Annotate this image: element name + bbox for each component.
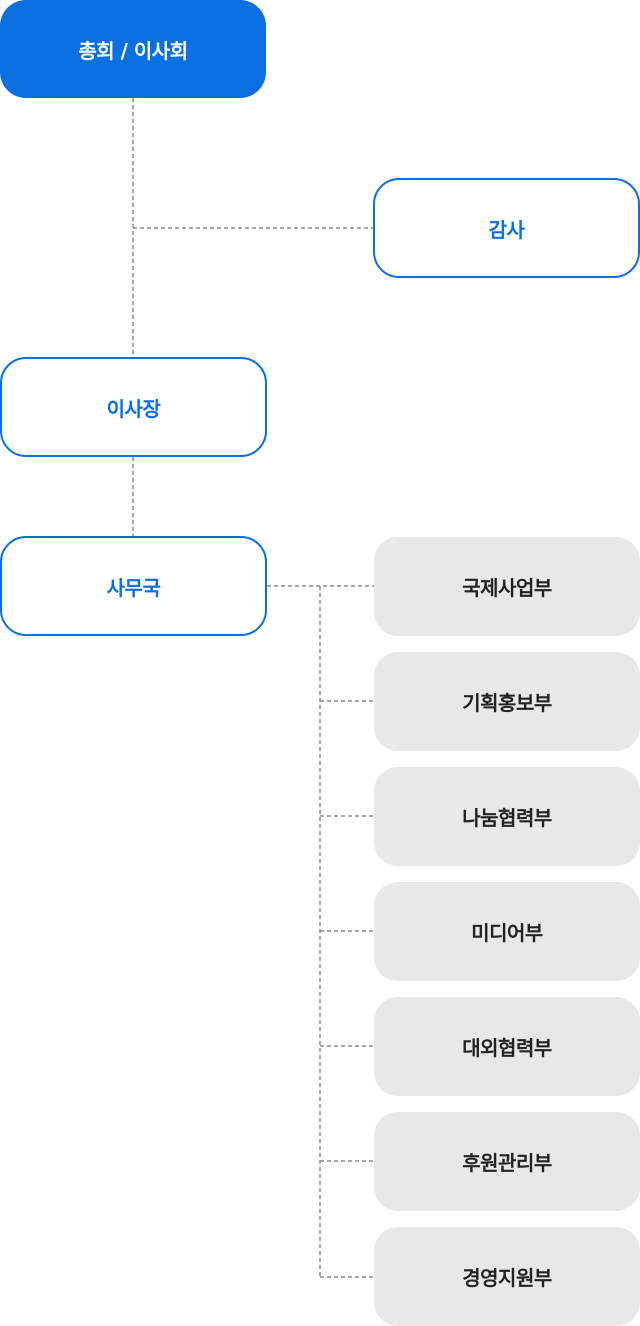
general-assembly-label: 총회 / 이사회 [78,38,188,63]
department-node-sponsorship: 후원관리부 [374,1112,640,1211]
department-node-sharing-cooperation: 나눔협력부 [374,767,640,866]
department-node-management-support: 경영지원부 [374,1227,640,1326]
department-node-external-relations: 대외협력부 [374,997,640,1096]
department-label: 기획홍보부 [462,691,552,715]
chairman-node: 이사장 [0,357,267,457]
department-label: 대외협력부 [462,1036,552,1060]
department-label: 미디어부 [471,921,543,945]
secretariat-node: 사무국 [0,536,267,636]
general-assembly-node: 총회 / 이사회 [0,0,266,98]
department-label: 국제사업부 [462,576,552,600]
department-node-media: 미디어부 [374,882,640,981]
department-label: 후원관리부 [462,1151,552,1175]
department-label: 나눔협력부 [462,806,552,830]
audit-label: 감사 [488,217,525,242]
department-node-planning-pr: 기획홍보부 [374,652,640,751]
audit-node: 감사 [373,178,640,278]
department-label: 경영지원부 [462,1266,552,1290]
department-node-international: 국제사업부 [374,537,640,636]
chairman-label: 이사장 [106,396,161,421]
secretariat-label: 사무국 [106,575,161,600]
